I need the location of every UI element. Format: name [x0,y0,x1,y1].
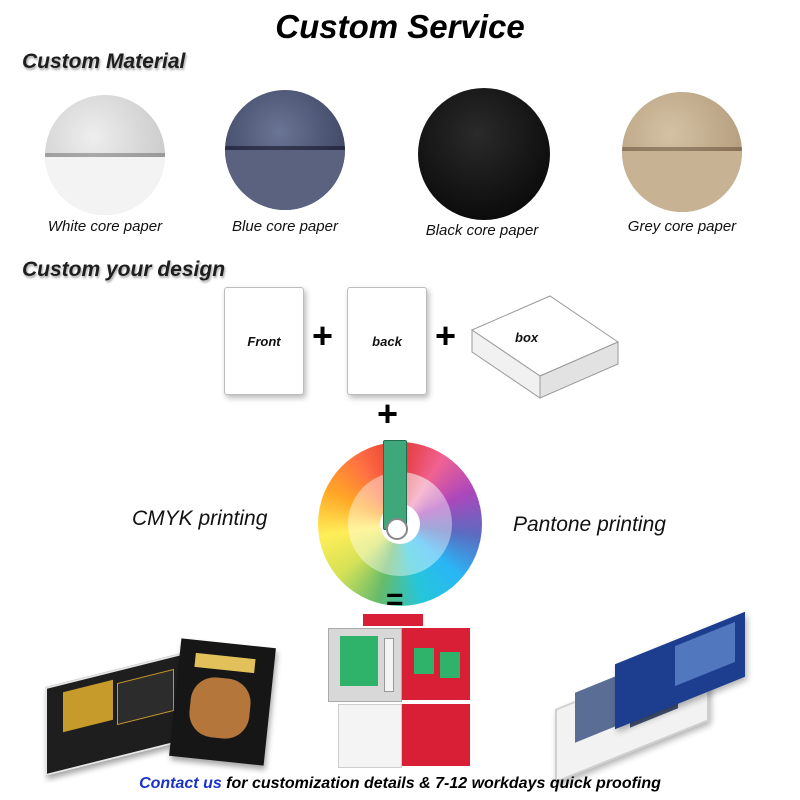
product-packaging-set [328,614,473,774]
plus-sign: + [435,315,457,356]
equals-sign: = [386,583,404,616]
blue-core-paper-label: Blue core paper [232,218,338,235]
contact-us-link[interactable]: Contact us [139,775,222,792]
custom-design-heading: Custom your design [22,258,226,281]
product-card-box-blue [545,611,755,784]
pantone-swatch-strip [383,440,407,530]
footer-text: Contact us for customization details & 7… [0,775,800,793]
product-card-game-dark [45,628,285,777]
plus-sign: + [312,315,334,356]
footer-info: for customization details & 7-12 workday… [221,775,661,792]
white-core-paper-label: White core paper [47,218,163,235]
blue-core-paper-swatch [225,90,345,210]
black-core-paper-label: Black core paper [425,222,539,239]
swatch-pin [386,518,408,540]
cmyk-printing-label: CMYK printing [132,507,268,530]
page-title: Custom Service [275,8,525,45]
front-card: Front [224,287,304,395]
grey-core-paper-swatch [622,92,742,212]
plus-sign: + [377,393,399,434]
custom-material-heading: Custom Material [22,50,186,73]
back-card-label: back [372,333,402,349]
box-label: box [515,330,539,345]
white-core-paper-swatch [45,95,165,215]
pantone-printing-label: Pantone printing [513,513,666,536]
front-card-label: Front [247,333,281,349]
black-core-paper-swatch [418,88,550,220]
back-card: back [347,287,427,395]
grey-core-paper-label: Grey core paper [627,218,737,235]
box-illustration [470,295,620,399]
